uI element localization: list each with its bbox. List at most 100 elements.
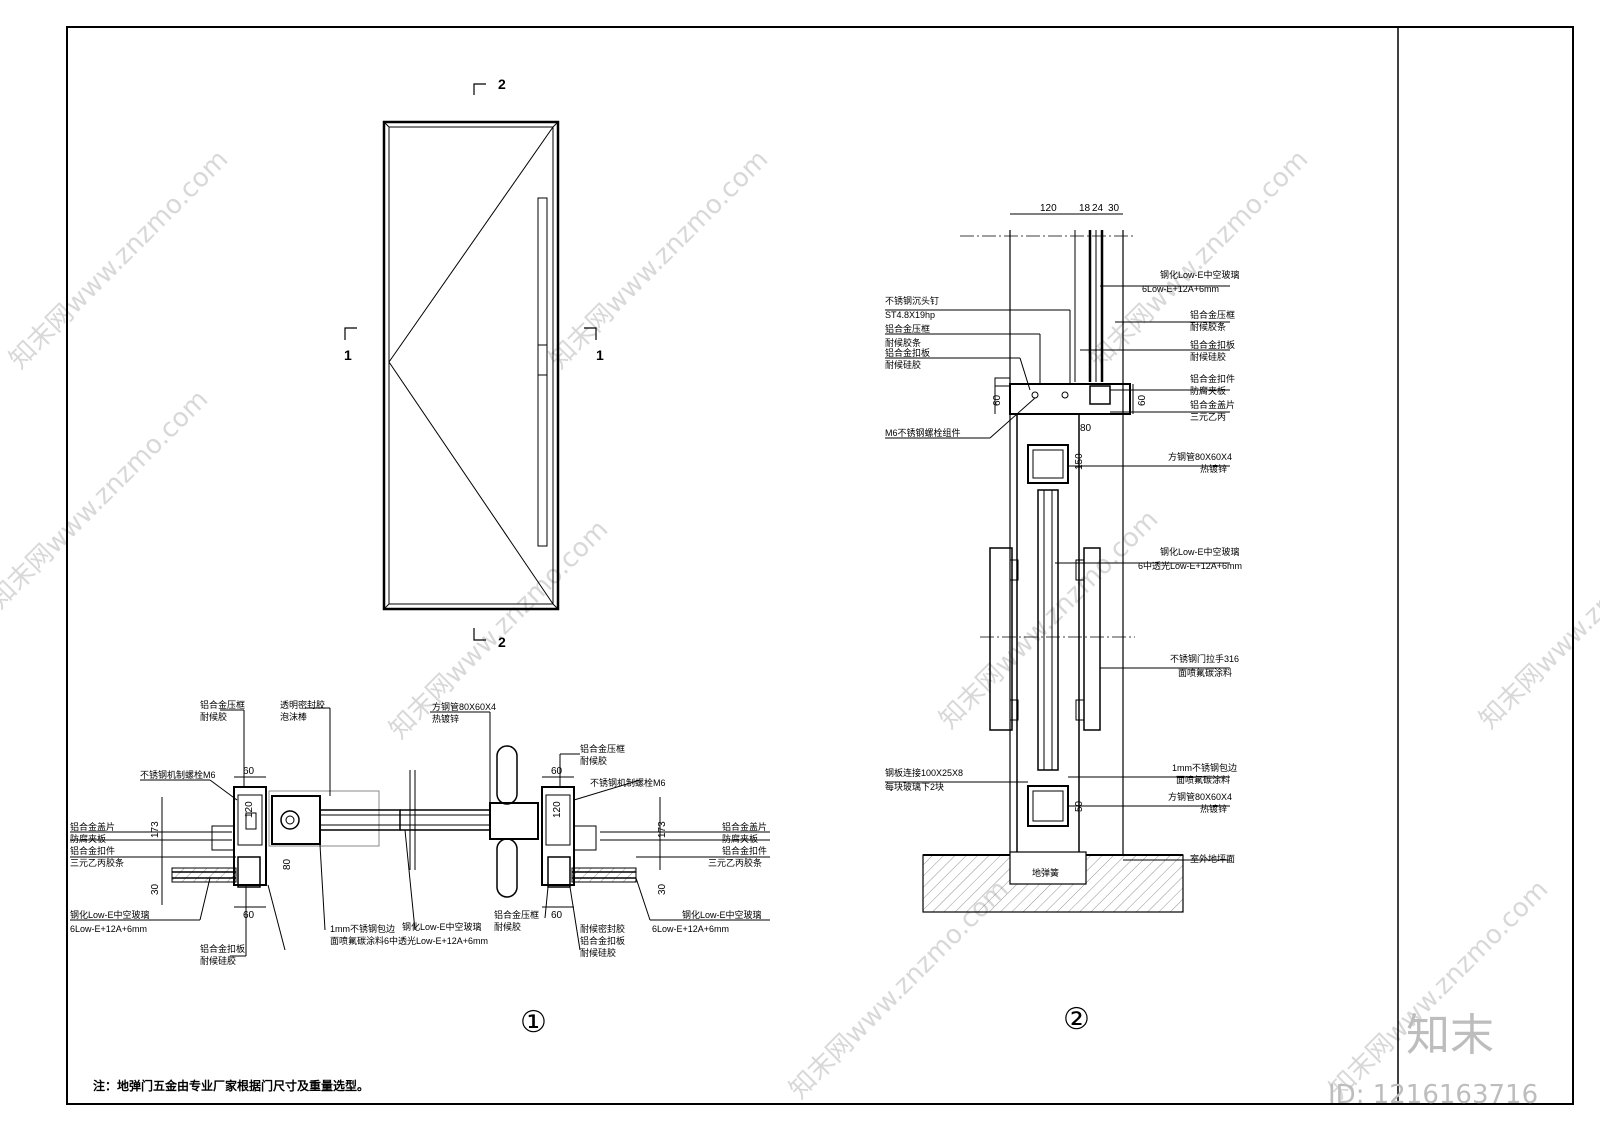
label: 每块玻璃下2块 bbox=[885, 781, 944, 792]
svg-text:120: 120 bbox=[552, 801, 563, 818]
watermark-text: 知末网www.znzmo.com bbox=[1474, 504, 1600, 735]
svg-text:60: 60 bbox=[992, 394, 1003, 406]
svg-text:18: 18 bbox=[1079, 203, 1091, 214]
label: 铝合金扣件 bbox=[1190, 373, 1235, 384]
svg-text:30: 30 bbox=[1108, 203, 1120, 214]
svg-text:120: 120 bbox=[244, 801, 255, 818]
label: 铝合金扣件 bbox=[70, 845, 115, 856]
label: 铝合金扣件 bbox=[722, 845, 767, 856]
label: M6不锈钢螺栓组件 bbox=[885, 427, 961, 438]
watermark-text: 知末网www.znzmo.com bbox=[0, 384, 214, 615]
label: 铝合金压框 bbox=[494, 909, 539, 920]
label: 方钢管80X60X4 bbox=[1168, 791, 1232, 802]
note-text: 注：地弹门五金由专业厂家根据门尺寸及重量选型。 bbox=[93, 1078, 369, 1093]
label: 防腐夹板 bbox=[722, 833, 758, 844]
section-detail-2: 120 18 24 30 60 60 80 150 50 bbox=[885, 203, 1230, 913]
label: 室外地坪面 bbox=[1190, 853, 1235, 864]
label: 6Low-E+12A+6mm bbox=[1142, 284, 1219, 294]
section-mark-1-left: 1 bbox=[344, 327, 357, 363]
label: 不锈钢机制螺栓M6 bbox=[140, 769, 216, 780]
label: 钢化Low-E中空玻璃 bbox=[70, 909, 150, 920]
label: 铝合金压框 bbox=[1190, 309, 1235, 320]
watermark-text: 知末网www.znzmo.com bbox=[1324, 874, 1555, 1105]
svg-text:①: ① bbox=[520, 1006, 547, 1039]
label: 热镀锌 bbox=[1200, 803, 1227, 814]
label: 耐候密封胶 bbox=[580, 923, 625, 934]
label: 热镀锌 bbox=[432, 713, 459, 724]
label: 热镀锌 bbox=[1200, 463, 1227, 474]
label: 铝合金盖片 bbox=[722, 821, 767, 832]
label: 三元乙丙胶条 bbox=[70, 857, 124, 868]
label: 三元乙丙 bbox=[1190, 412, 1226, 422]
label: 铝合金扣板 bbox=[200, 943, 245, 954]
section-mark-2-top: 2 bbox=[473, 76, 506, 95]
label: 铝合金压框 bbox=[200, 699, 245, 710]
watermark-text: 知末网www.znzmo.com bbox=[384, 514, 615, 745]
svg-text:2: 2 bbox=[498, 76, 506, 92]
label: 钢化Low-E中空玻璃 bbox=[682, 909, 762, 920]
label: 耐候胶 bbox=[200, 711, 227, 722]
label: 方钢管80X60X4 bbox=[432, 701, 496, 712]
plan-detail-1: 60 120 173 30 60 80 173 30 60 120 60 bbox=[70, 707, 770, 957]
detail-number-1: ① bbox=[520, 1006, 547, 1039]
label: 不锈钢机制螺栓M6 bbox=[590, 777, 666, 788]
label: 耐候硅胶 bbox=[580, 947, 616, 958]
label: 防腐夹板 bbox=[70, 833, 106, 844]
svg-text:1: 1 bbox=[344, 347, 352, 363]
label: 1mm不锈钢包边 bbox=[1172, 762, 1237, 773]
label: 耐候胶条 bbox=[885, 337, 921, 348]
svg-text:173: 173 bbox=[150, 821, 161, 838]
label: 不锈钢门拉手316 bbox=[1170, 653, 1239, 664]
svg-text:60: 60 bbox=[1137, 394, 1148, 406]
watermark-text: 知末网www.znzmo.com bbox=[934, 504, 1165, 735]
label: 方钢管80X60X4 bbox=[1168, 451, 1232, 462]
label: 不锈钢沉头钉 bbox=[885, 295, 939, 306]
watermark-text: 知末网www.znzmo.com bbox=[544, 144, 775, 375]
svg-text:30: 30 bbox=[657, 883, 668, 895]
door-elevation bbox=[382, 120, 560, 611]
watermark-layer: 知末网www.znzmo.com 知末网www.znzmo.com 知末网www… bbox=[0, 144, 1600, 1105]
svg-text:150: 150 bbox=[1074, 453, 1085, 470]
label: 6中透光Low-E+12A+6mm bbox=[1138, 560, 1242, 571]
label: 地弹簧 bbox=[1032, 867, 1059, 878]
label: 铝合金盖片 bbox=[1190, 399, 1235, 410]
detail-number-2: ② bbox=[1063, 1003, 1090, 1036]
label: 耐候胶条 bbox=[1190, 321, 1226, 332]
label: 防腐夹板 bbox=[1190, 385, 1226, 396]
svg-text:60: 60 bbox=[243, 910, 255, 921]
label: 透明密封胶 bbox=[280, 699, 325, 710]
svg-text:1: 1 bbox=[596, 347, 604, 363]
id-watermark: ID: 1216163716 bbox=[1328, 1080, 1538, 1110]
drawing-border bbox=[66, 26, 1574, 1105]
watermark-text: 知末网www.znzmo.com bbox=[4, 144, 235, 375]
brand-watermark: 知末 bbox=[1406, 1010, 1494, 1061]
label: 泡沫棒 bbox=[280, 711, 307, 722]
svg-text:②: ② bbox=[1063, 1003, 1090, 1036]
label: 铝合金盖片 bbox=[70, 821, 115, 832]
plan-detail-labels: 铝合金盖片 防腐夹板 铝合金扣件 三元乙丙胶条 钢化Low-E中空玻璃 6Low… bbox=[70, 699, 767, 966]
svg-text:120: 120 bbox=[1040, 203, 1057, 214]
section-mark-2-bottom: 2 bbox=[473, 628, 506, 650]
svg-text:2: 2 bbox=[498, 634, 506, 650]
label: 耐候硅胶 bbox=[1190, 351, 1226, 362]
section-mark-1-right: 1 bbox=[584, 327, 604, 363]
svg-text:60: 60 bbox=[551, 766, 563, 777]
label: 耐候胶 bbox=[580, 755, 607, 766]
label: 钢化Low-E中空玻璃 bbox=[402, 921, 482, 932]
label: 面喷氟碳涂料 bbox=[1178, 667, 1232, 678]
svg-text:60: 60 bbox=[551, 910, 563, 921]
svg-text:80: 80 bbox=[282, 858, 293, 870]
label: 1mm不锈钢包边 bbox=[330, 923, 395, 934]
section-detail-labels: 不锈钢沉头钉 ST4.8X19hp 铝合金压框 耐候胶条 铝合金扣板 耐候硅胶 … bbox=[885, 269, 1242, 878]
svg-text:173: 173 bbox=[657, 821, 668, 838]
label: 铝合金扣板 bbox=[885, 347, 930, 358]
label: ST4.8X19hp bbox=[885, 310, 935, 320]
svg-text:60: 60 bbox=[243, 766, 255, 777]
label: 铝合金压框 bbox=[580, 743, 625, 754]
svg-text:30: 30 bbox=[150, 883, 161, 895]
label: 耐候硅胶 bbox=[200, 955, 236, 966]
label: 铝合金压框 bbox=[885, 323, 930, 334]
label: 面喷氟碳涂料 bbox=[1176, 774, 1230, 785]
label: 6中透光Low-E+12A+6mm bbox=[384, 935, 488, 946]
